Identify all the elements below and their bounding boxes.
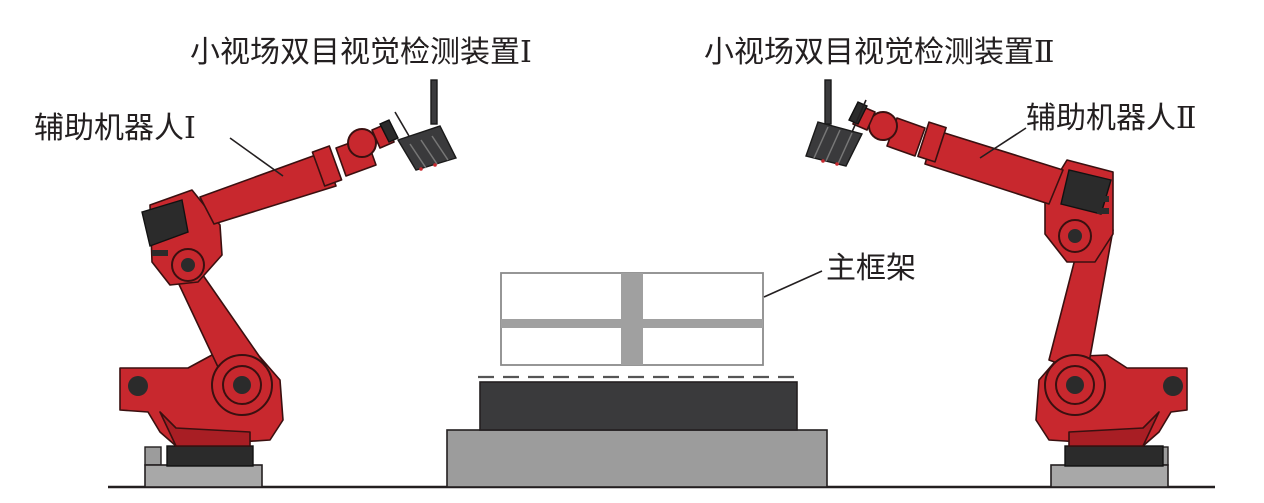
robot-1 [119,119,399,488]
table-base [446,429,828,488]
label-main-frame: 主框架 [826,251,916,286]
leader-robot-2 [979,127,1027,159]
camera-1 [394,79,457,171]
leader-robot-1 [229,137,284,177]
label-robot-2: 辅助机器人Ⅱ [1026,101,1196,136]
robot-2 [848,101,1188,488]
label-camera-2: 小视场双目视觉检测装置Ⅱ [704,35,1054,70]
camera-2 [805,79,867,167]
main-frame [500,272,764,366]
leader-main-frame [763,270,823,298]
work-table [446,375,828,488]
label-robot-1: 辅助机器人Ⅰ [34,111,196,146]
label-camera-1: 小视场双目视觉检测装置Ⅰ [190,35,532,70]
table-top [479,381,798,431]
